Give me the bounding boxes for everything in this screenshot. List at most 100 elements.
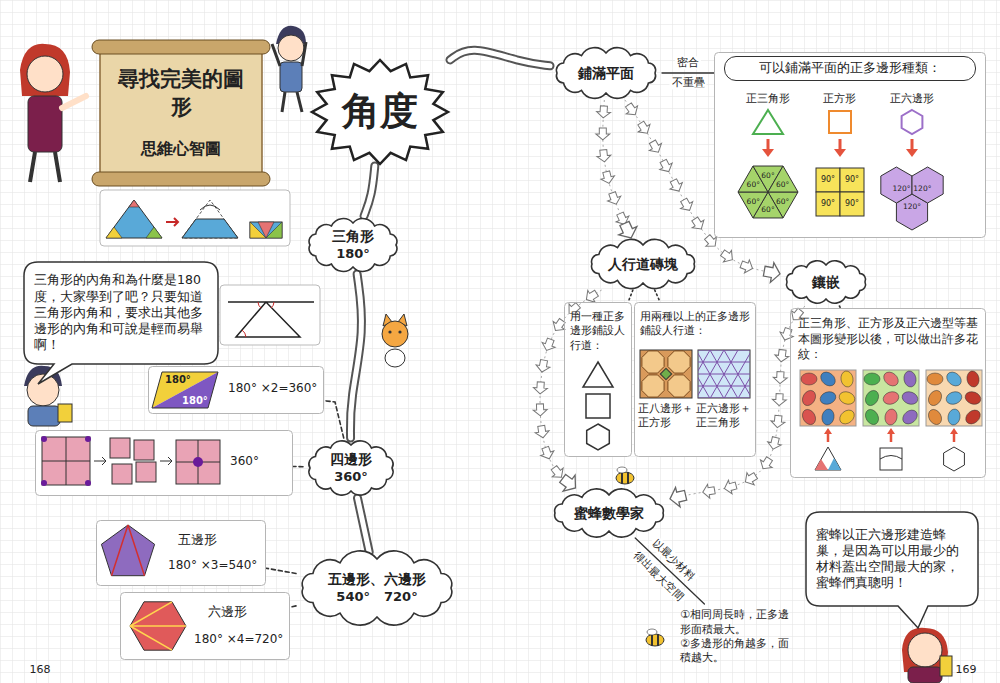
mixed-tiling-images — [640, 350, 750, 398]
tessellation-box: 正三角形、正方形及正六邊型等基本圖形變形以後，可以做出許多花紋： — [790, 308, 986, 478]
node-text: 用一種正多邊形鋪設人行道： — [570, 310, 626, 353]
chain-connector-part — [596, 149, 611, 162]
chain-connector-part — [702, 483, 716, 499]
tessellation-images-part — [815, 459, 828, 470]
fold-figure-part — [182, 219, 238, 238]
angle-label: 60° — [747, 196, 760, 205]
fold-figure — [100, 190, 290, 246]
topic-cloud: 蜜蜂數學家 — [548, 488, 670, 538]
tiling-patterns-part — [668, 351, 690, 373]
tessellation-images-part — [944, 447, 965, 471]
node-text: 360° — [230, 454, 259, 470]
dash-connector — [266, 568, 296, 573]
fold-figure-part — [258, 222, 274, 238]
tessellation-images-part — [824, 428, 958, 434]
girl-figure-top-part — [30, 152, 60, 182]
girl-figure-top-part — [27, 56, 63, 92]
angle-figure — [220, 285, 320, 345]
node-text: 540° — [336, 589, 370, 606]
regular-polygon-outlines-part — [816, 168, 840, 192]
cloud-outline-part — [302, 551, 452, 625]
quadrilateral-figure — [41, 436, 220, 486]
tessellation-images-part — [880, 448, 902, 470]
box-ground — [148, 366, 324, 414]
node-text: 180° — [165, 373, 191, 386]
girl-figure-bottom — [902, 628, 952, 683]
node-text: 蜜蜂數學家 — [574, 504, 644, 522]
girl-figure-bottom-part — [908, 667, 942, 683]
quadrilateral-figure-part — [176, 440, 220, 484]
tiling-patterns-part-part — [710, 350, 738, 398]
tiling-patterns-part — [818, 390, 837, 407]
box-ground — [564, 302, 632, 457]
cat-figure-part — [382, 321, 408, 347]
scroll-outline-part — [92, 40, 270, 54]
cat-figure-part — [385, 349, 405, 367]
topic-cloud: 人行道磚塊 — [585, 238, 701, 290]
tiling-patterns-part — [698, 350, 750, 398]
single-polygon-tiles-part — [586, 394, 610, 418]
chain-connector-part — [606, 191, 623, 207]
tiling-patterns-part — [821, 408, 836, 426]
tiling-patterns-part — [642, 375, 664, 397]
boy-figure-top-part — [278, 35, 304, 61]
girl-figure-top-part — [62, 96, 86, 108]
dash-connector — [293, 466, 303, 467]
box-outline-part — [791, 309, 986, 478]
tessellation-images-part — [863, 370, 919, 426]
box-outline — [96, 520, 266, 586]
tessellation-images-part — [815, 447, 841, 470]
girl-figure-top — [20, 44, 86, 182]
vine-connector — [364, 166, 375, 216]
parallelogram-figure-part — [152, 372, 218, 408]
mixed-tiling-images-part — [640, 350, 692, 398]
vine-connector-part — [450, 50, 550, 66]
fold-figure-part — [146, 227, 162, 238]
hexagon-figure-part — [130, 602, 186, 650]
chain-connector-part — [550, 317, 568, 335]
chain-connector-part — [599, 170, 615, 185]
chain-connector-part — [646, 138, 664, 155]
node-text: 正方形 — [823, 92, 856, 106]
chain-connector-part — [623, 101, 641, 119]
tiling-patterns-part — [801, 373, 817, 385]
tiling-patterns-part — [881, 369, 901, 388]
chain-connector-part — [539, 445, 556, 461]
tiling-patterns-part — [963, 407, 983, 426]
vine-connector-part — [358, 498, 370, 552]
topic-cloud: 鑲嵌 — [780, 258, 872, 306]
node-text: 180° ×4=720° — [194, 632, 283, 648]
topic-cloud: 五邊形、六邊形540°720° — [296, 552, 458, 624]
node-text: 尋找完美的圖形 — [108, 66, 254, 121]
regular-polygon-outlines — [753, 110, 922, 216]
regular-polygon-outlines-part — [762, 149, 918, 157]
chain-connector-part — [770, 415, 785, 428]
dot-connector-part — [655, 290, 660, 302]
speech-bubble: 蜜蜂以正六邊形建造蜂巢，是因為可以用最少的材料蓋出空間最大的家，蜜蜂們真聰明！ — [806, 512, 978, 606]
node-text: ②多邊形的角越多，面積越大。 — [680, 637, 798, 666]
tiling-patterns-part — [642, 351, 664, 373]
node-text: 鋪滿平面 — [578, 64, 634, 82]
dot-connector-part — [628, 290, 633, 302]
node-text: 可以鋪滿平面的正多邊形種類： — [724, 56, 976, 81]
boy-figure-left-part — [28, 406, 60, 426]
vine-connector-part — [358, 498, 370, 552]
node-text: 180° ×2=360° — [228, 381, 317, 397]
box-ground — [96, 520, 266, 586]
dot-connector-part — [839, 306, 840, 308]
node-text: 人行道磚塊 — [608, 255, 678, 273]
regular-polygon-outlines-part — [829, 111, 851, 133]
topic-cloud: 三角形180° — [303, 216, 403, 274]
quadrilateral-figure-part — [85, 480, 91, 486]
tiling-patterns-part-part — [724, 350, 750, 398]
chain-connector-part — [596, 128, 610, 140]
box-ground — [634, 302, 756, 457]
node-text: 360° — [334, 469, 368, 486]
tiling-patterns-part — [944, 390, 963, 407]
arrowhead — [668, 486, 688, 509]
tiling-patterns-part — [863, 388, 881, 408]
note-text-block: ①相同周長時，正多邊形面積最大。②多邊形的角越多，面積越大。 — [676, 604, 802, 670]
chain-connector-part — [742, 470, 760, 488]
angle-figure-part — [228, 302, 314, 337]
angle-label: 60° — [761, 205, 774, 214]
